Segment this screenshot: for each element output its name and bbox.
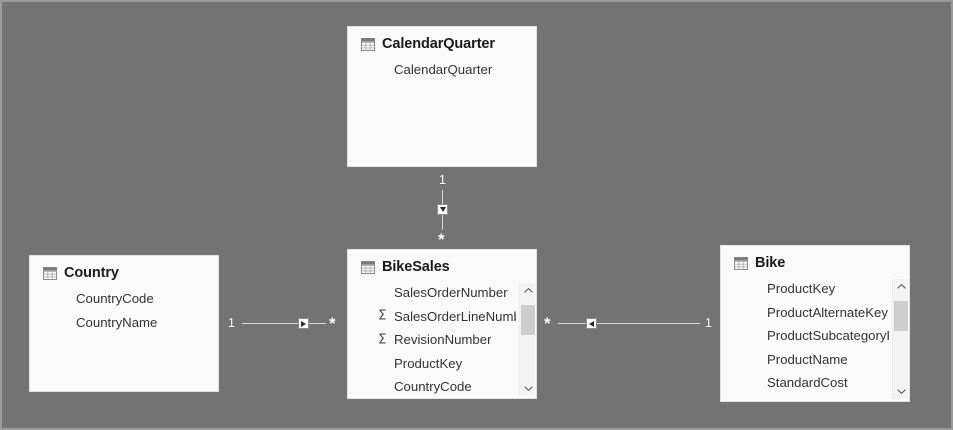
table-field-label: CountryName	[76, 314, 158, 330]
scrollbar-thumb[interactable]	[521, 305, 535, 335]
table-field[interactable]: ProductSubcategoryK	[767, 324, 889, 348]
scroll-down-button[interactable]	[893, 384, 909, 399]
cross-filter-direction-marker[interactable]	[298, 318, 309, 329]
table-header-country[interactable]: Country	[30, 256, 218, 287]
table-title: BikeSales	[382, 259, 450, 275]
table-grid-icon	[361, 37, 375, 51]
scroll-up-button[interactable]	[893, 279, 909, 294]
table-grid-icon	[43, 266, 57, 280]
table-title: Country	[64, 265, 119, 281]
relationship-line[interactable]	[442, 190, 443, 230]
table-field[interactable]: CountryCode	[394, 375, 516, 398]
cardinality-label-end: *	[329, 314, 336, 333]
cardinality-label-start: 1	[439, 173, 446, 187]
sigma-aggregate-icon: Σ	[378, 307, 387, 324]
table-field-label: RevisionNumber	[394, 332, 492, 348]
table-field[interactable]: Σ SalesOrderLineNumb	[378, 305, 516, 329]
table-grid-icon	[361, 260, 375, 274]
table-field-label: CountryCode	[76, 291, 154, 307]
table-field-label: ProductAlternateKey	[767, 304, 888, 320]
table-field[interactable]: ProductKey	[767, 277, 889, 301]
table-field[interactable]: StandardCost	[767, 371, 889, 395]
chevron-down-icon	[523, 386, 533, 391]
sigma-aggregate-icon: Σ	[378, 331, 387, 347]
filter-direction-arrow-icon	[589, 320, 594, 327]
filter-direction-arrow-icon	[439, 207, 446, 212]
scroll-down-button[interactable]	[520, 381, 536, 396]
chevron-up-icon	[896, 284, 906, 289]
table-field[interactable]: ProductName	[767, 348, 889, 372]
cardinality-label-start: 1	[228, 316, 235, 330]
table-field-label: CountryCode	[394, 379, 472, 395]
table-field-label: SalesOrderLineNumb	[394, 308, 516, 324]
table-field-label: SalesOrderNumber	[394, 285, 508, 301]
table-field[interactable]: Σ RevisionNumber	[378, 328, 516, 352]
table-title: Bike	[755, 255, 786, 271]
cardinality-label-end: *	[438, 230, 445, 249]
table-field[interactable]: CountryName	[76, 311, 214, 335]
cross-filter-direction-marker[interactable]	[437, 204, 448, 215]
table-field-label: StandardCost	[767, 375, 848, 391]
table-field-label: ProductName	[767, 351, 848, 367]
field-list-scrollbar-bikesales[interactable]	[519, 283, 535, 396]
table-field-label: ProductSubcategoryK	[767, 328, 889, 344]
table-field-label: CalendarQuarter	[394, 62, 493, 78]
table-field[interactable]: SalesOrderNumber	[394, 281, 516, 305]
scroll-up-button[interactable]	[520, 283, 536, 298]
field-list-scrollbar-bike[interactable]	[892, 279, 908, 399]
cardinality-label-end: 1	[705, 316, 712, 330]
table-field[interactable]: ProductKey	[394, 352, 516, 376]
table-field[interactable]: CountryCode	[76, 287, 214, 311]
chevron-down-icon	[896, 389, 906, 394]
table-header-bike[interactable]: Bike	[721, 246, 909, 277]
cardinality-label-start: *	[544, 314, 551, 333]
filter-direction-arrow-icon	[301, 320, 306, 327]
table-title: CalendarQuarter	[382, 36, 495, 52]
table-field-label: ProductKey	[767, 281, 836, 297]
chevron-up-icon	[523, 288, 533, 293]
table-field[interactable]: ProductAlternateKey	[767, 301, 889, 325]
table-header-calendarquarter[interactable]: CalendarQuarter	[348, 27, 536, 58]
table-grid-icon	[734, 256, 748, 270]
cross-filter-direction-marker[interactable]	[586, 318, 597, 329]
table-field-list-calendarquarter: CalendarQuarter	[348, 58, 536, 82]
table-field[interactable]: CalendarQuarter	[394, 58, 532, 82]
table-field-label: ProductKey	[394, 355, 463, 371]
scrollbar-thumb[interactable]	[894, 301, 908, 331]
table-header-bikesales[interactable]: BikeSales	[348, 250, 536, 281]
relationship-line[interactable]	[558, 323, 700, 324]
relationship-line[interactable]	[242, 323, 326, 324]
